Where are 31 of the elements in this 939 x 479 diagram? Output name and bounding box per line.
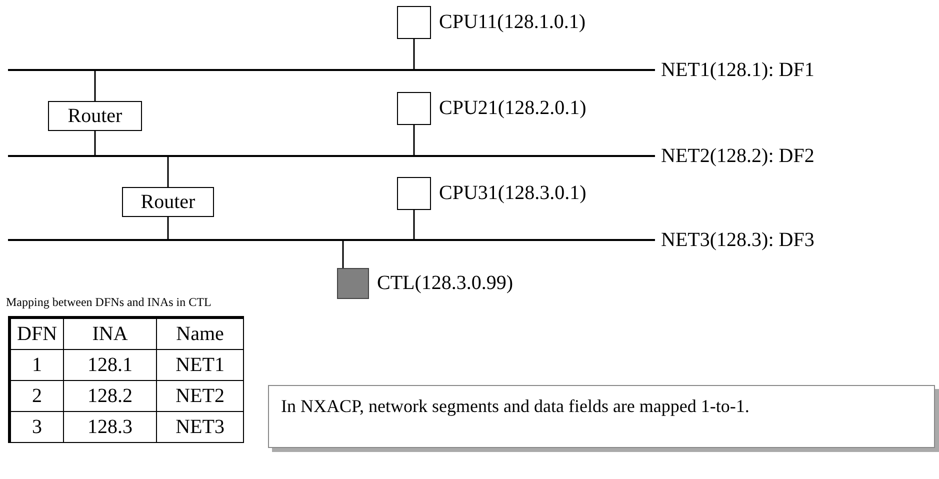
table-cell: 128.3	[64, 412, 157, 442]
table-cell: 128.1	[64, 350, 157, 380]
table-cell: 128.2	[64, 380, 157, 412]
device-label: CPU21(128.2.0.1)	[439, 96, 586, 121]
table-cell: NET3	[156, 412, 244, 442]
connector-line	[94, 70, 96, 101]
connector-line	[413, 125, 415, 156]
connector-line	[413, 39, 415, 70]
table-header-cell: DFN	[10, 318, 64, 350]
connector-line	[413, 210, 415, 240]
table-cell: 3	[10, 412, 64, 442]
network-label: NET2(128.2): DF2	[661, 144, 814, 168]
connector-line	[167, 156, 169, 187]
router-box: Router	[48, 101, 142, 131]
network-label: NET3(128.3): DF3	[661, 228, 814, 252]
table-cell: 2	[10, 380, 64, 412]
router-box: Router	[122, 187, 214, 217]
table-header-cell: INA	[64, 318, 157, 350]
note-text: In NXACP, network segments and data fields are mapped 1-to-1.	[281, 396, 750, 416]
table-cell: 1	[10, 350, 64, 380]
network-label: NET1(128.1): DF1	[661, 58, 814, 82]
connector-line	[342, 240, 344, 268]
table-cell: NET2	[156, 380, 244, 412]
connector-line	[167, 217, 169, 240]
device-label: CPU11(128.1.0.1)	[439, 10, 586, 35]
connector-line	[94, 131, 96, 156]
table-header-cell: Name	[156, 318, 244, 350]
table-caption: Mapping between DFNs and INAs in CTL	[6, 295, 212, 310]
table-cell: NET1	[156, 350, 244, 380]
device-label: CTL(128.3.0.99)	[377, 271, 514, 296]
device-label: CPU31(128.3.0.1)	[439, 181, 586, 206]
